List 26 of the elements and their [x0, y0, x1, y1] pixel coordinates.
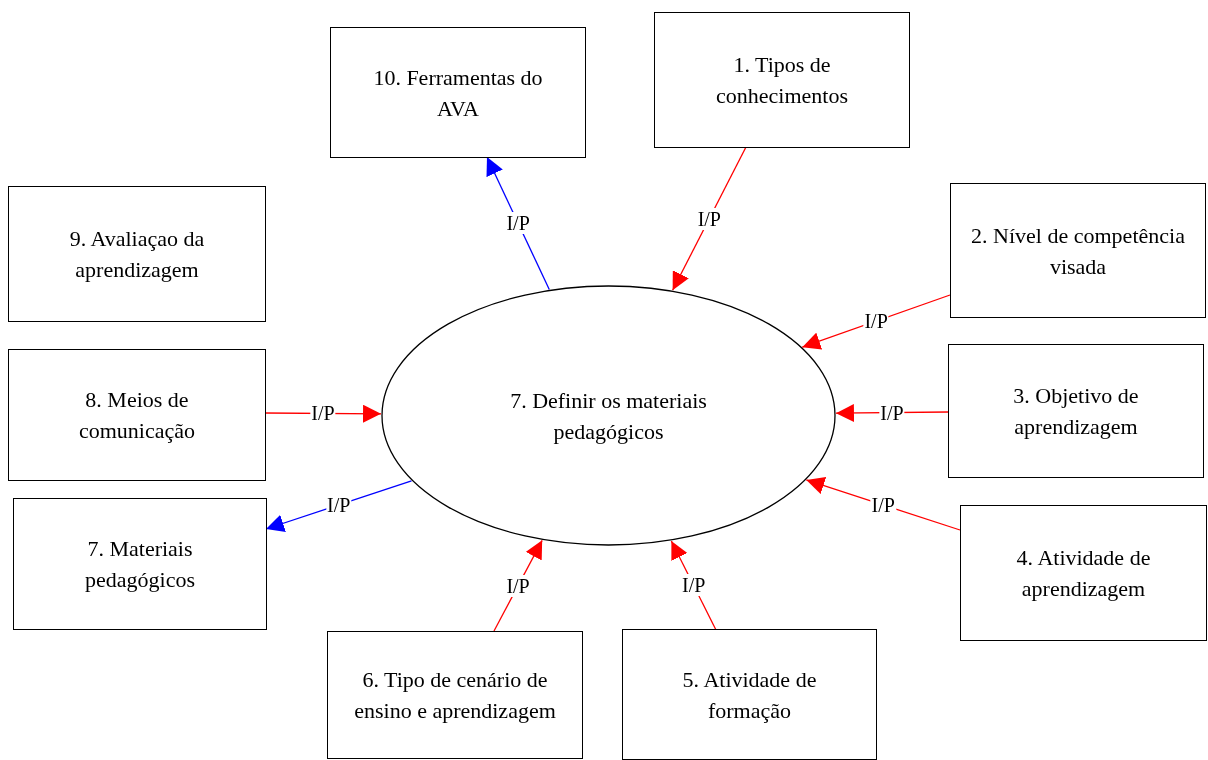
process-box	[8, 349, 266, 481]
edge-label: I/P	[505, 212, 531, 235]
process-ellipse	[381, 285, 836, 546]
edge-label: I/P	[696, 207, 722, 230]
node-label: 6. Tipo de cenário de ensino e aprendizagem	[353, 666, 557, 725]
process-box	[960, 505, 1207, 641]
node-label: 2. Nível de competência visada	[970, 221, 1186, 281]
process-box	[948, 344, 1204, 478]
node-label: 10. Ferramentas do AVA	[372, 63, 544, 123]
process-box	[654, 12, 910, 148]
node-label: 3. Objetivo de aprendizagem	[1012, 382, 1140, 441]
process-box	[330, 27, 586, 158]
node-label: 4. Atividade de aprendizagem	[1015, 544, 1152, 603]
node-label: 7. Definir os materiais pedagógicos	[509, 386, 708, 446]
process-box	[327, 631, 583, 759]
node-label: 8. Meios de comunicação	[77, 386, 197, 445]
node-label: 1. Tipos de conhecimentos	[715, 51, 849, 110]
process-box	[13, 498, 267, 630]
node-label: 9. Avaliaçao da aprendizagem	[68, 225, 206, 284]
process-box	[622, 629, 877, 760]
edge-label: I/P	[681, 574, 707, 597]
process-box	[8, 186, 266, 322]
process-box	[950, 183, 1206, 318]
edge-label: I/P	[505, 574, 531, 597]
node-label: 7. Materiais pedagógicos	[84, 535, 196, 594]
node-label: 5. Atividade de formação	[681, 665, 818, 725]
